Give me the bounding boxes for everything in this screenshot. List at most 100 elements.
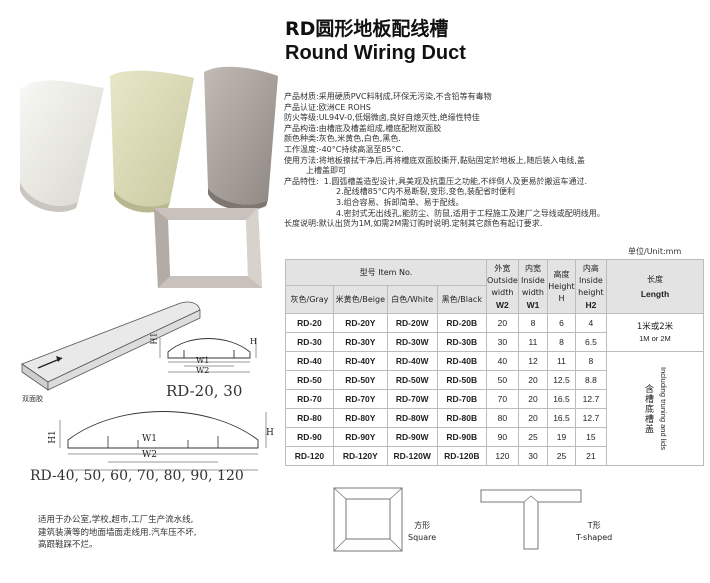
table-cell: 20 bbox=[485, 313, 519, 333]
table-cell: RD-40W bbox=[386, 351, 438, 371]
table-cell: RD-30B bbox=[436, 332, 487, 352]
feature-item: 4.密封式无出线孔,能防尘、防鼠,适用于工程施工及建厂之导线或配明线用。 bbox=[336, 208, 605, 218]
table-cell: 4 bbox=[574, 313, 607, 333]
tee-shape-icon bbox=[480, 489, 582, 550]
length-note: 长度说明:默认出货为1M,如需2M需订购时说明.定制其它颜色有起订要求. bbox=[284, 219, 543, 229]
table-cell: 90 bbox=[485, 427, 519, 447]
table-cell: RD-40B bbox=[436, 351, 487, 371]
table-cell: 15 bbox=[574, 427, 607, 447]
feature-item: 2.配线槽85°C内不易断裂,变形,变色,装配省时便利 bbox=[336, 187, 516, 197]
dim-h1-b: H1 bbox=[47, 430, 58, 444]
dim-h-b: H bbox=[266, 428, 274, 438]
rd40-120-drawing bbox=[59, 411, 267, 471]
table-cell: RD-70Y bbox=[332, 389, 388, 409]
table-cell: RD-30W bbox=[386, 332, 438, 352]
table-cell: 21 bbox=[574, 446, 607, 466]
table-cell: 50 bbox=[485, 370, 519, 390]
color-header: 米黄色/Beige bbox=[332, 285, 388, 314]
dim-w2-a: W2 bbox=[196, 366, 210, 375]
spec-line: 产品构造:由槽底及槽盖组成,槽底配附双面胶 bbox=[284, 123, 442, 133]
features-label: 产品特性: bbox=[284, 176, 319, 186]
usage-line: 高跟鞋踩不烂。 bbox=[38, 540, 98, 550]
table-cell: RD-70 bbox=[285, 389, 334, 409]
spec-line: 防火等级:UL94V-0,低烟微卤,良好自熄灭性,绝缘性特佳 bbox=[284, 113, 480, 123]
table-cell: RD-90W bbox=[386, 427, 438, 447]
table-cell: RD-120W bbox=[386, 446, 438, 466]
table-cell: 12.7 bbox=[574, 408, 607, 428]
table-cell: 6.5 bbox=[574, 332, 607, 352]
table-cell: RD-90B bbox=[436, 427, 487, 447]
feature-item: 1.圆弧槽盖造型设计,具美观及抗重压之功能,不绊倒人及更易於搬运车通过. bbox=[323, 176, 588, 186]
table-cell: 19 bbox=[547, 427, 576, 447]
table-cell: 8 bbox=[574, 351, 607, 371]
table-cell: RD-50B bbox=[436, 370, 487, 390]
table-cell: RD-80 bbox=[285, 408, 334, 428]
table-cell: 11 bbox=[547, 351, 576, 371]
table-cell: RD-20 bbox=[285, 313, 334, 333]
spec-block: 产品材质:采用硬质PVC料制成,环保无污染,不含铅等有毒物 产品认证:欧洲CE … bbox=[284, 92, 704, 230]
table-cell: 20 bbox=[517, 370, 549, 390]
rd20-30-drawing bbox=[21, 301, 257, 391]
table-cell: RD-120B bbox=[436, 446, 487, 466]
unit-label: 单位/Unit:mm bbox=[628, 247, 682, 256]
table-cell: RD-20B bbox=[436, 313, 487, 333]
table-cell: 16.5 bbox=[547, 408, 576, 428]
table-cell: 30 bbox=[485, 332, 519, 352]
table-cell: 25 bbox=[517, 427, 549, 447]
table-cell: 12.7 bbox=[574, 389, 607, 409]
table-cell: 40 bbox=[485, 351, 519, 371]
usage-line: 适用于办公室,学校,超市,工厂生产流水线, bbox=[38, 515, 194, 525]
table-cell: RD-30Y bbox=[332, 332, 388, 352]
dim-h1-a: H1 bbox=[149, 332, 159, 345]
table-cell: 8 bbox=[517, 313, 549, 333]
table-cell: RD-50W bbox=[386, 370, 438, 390]
table-cell: RD-120 bbox=[285, 446, 334, 466]
color-header: 白色/White bbox=[386, 285, 438, 314]
table-cell: 20 bbox=[517, 389, 549, 409]
title-en: Round Wiring Duct bbox=[285, 42, 466, 64]
table-cell: RD-30 bbox=[285, 332, 334, 352]
table-cell: RD-50Y bbox=[332, 370, 388, 390]
table-cell: 8.8 bbox=[574, 370, 607, 390]
table-cell: RD-80B bbox=[436, 408, 487, 428]
table-cell: 11 bbox=[517, 332, 549, 352]
rd20-30-label: RD-20, 30 bbox=[166, 382, 243, 400]
table-cell: RD-50 bbox=[285, 370, 334, 390]
table-cell: 80 bbox=[485, 408, 519, 428]
table-cell: RD-70B bbox=[436, 389, 487, 409]
table-cell: RD-40Y bbox=[332, 351, 388, 371]
dim-h-a: H bbox=[250, 337, 257, 346]
table-cell: RD-80W bbox=[386, 408, 438, 428]
product-photo bbox=[20, 66, 278, 288]
rd40-120-label: RD-40, 50, 60, 70, 80, 90, 120 bbox=[30, 468, 244, 484]
dim-w1-a: W1 bbox=[196, 356, 210, 365]
features-row: 产品特性: 1.圆弧槽盖造型设计,具美观及抗重压之功能,不绊倒人及更易於搬运车通… bbox=[284, 177, 704, 188]
table-cell: RD-70W bbox=[386, 389, 438, 409]
table-cell: 120 bbox=[485, 446, 519, 466]
table-cell: 6 bbox=[547, 313, 576, 333]
table-cell: 30 bbox=[517, 446, 549, 466]
table-cell: RD-20Y bbox=[332, 313, 388, 333]
usage-line: 建筑装潢等的地面墙面走线用.汽车压不坏, bbox=[38, 527, 197, 538]
table-cell: 20 bbox=[517, 408, 549, 428]
color-header: 灰色/Gray bbox=[285, 285, 334, 314]
model-header: 型号 Item No. bbox=[285, 259, 487, 286]
title-cn: RD圆形地板配线槽 bbox=[285, 18, 449, 40]
table-cell: RD-20W bbox=[386, 313, 438, 333]
table-cell: 25 bbox=[547, 446, 576, 466]
